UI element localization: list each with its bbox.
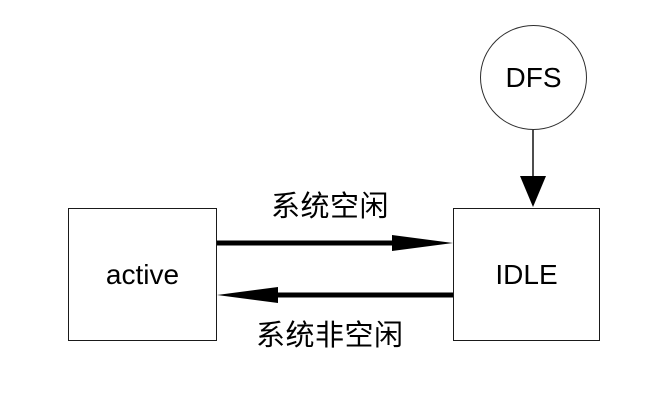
edge-label-system-idle: 系统空闲 bbox=[271, 191, 390, 223]
edge-idle-to-active bbox=[217, 287, 453, 303]
node-dfs-label: DFS bbox=[505, 61, 562, 93]
edge-active-to-idle bbox=[217, 235, 453, 251]
arrow-head-right-icon bbox=[392, 235, 453, 251]
arrow-head-left-icon bbox=[217, 287, 278, 303]
node-active-label: active bbox=[105, 258, 180, 290]
edge-dfs-to-idle bbox=[520, 130, 546, 207]
arrow-head-down-icon bbox=[520, 176, 546, 207]
node-idle-label: IDLE bbox=[495, 258, 558, 290]
node-dfs: DFS bbox=[480, 25, 587, 130]
node-idle: IDLE bbox=[453, 208, 600, 341]
edge-label-system-not-idle: 系统非空闲 bbox=[256, 320, 404, 352]
node-active: active bbox=[68, 208, 217, 341]
